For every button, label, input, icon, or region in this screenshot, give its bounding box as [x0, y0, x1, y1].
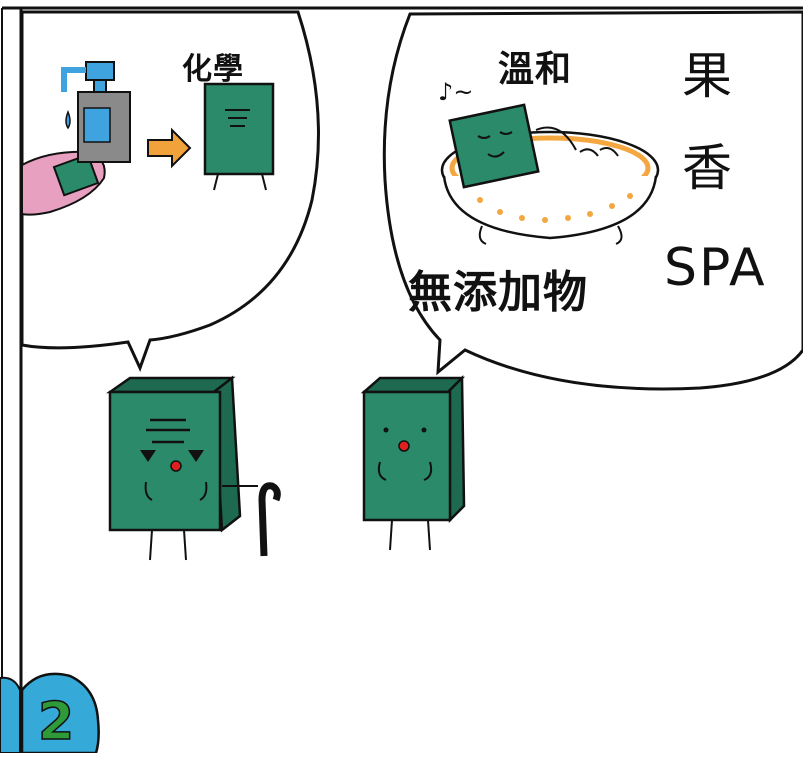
prev-badge-fragment — [0, 676, 21, 754]
relaxed-eyes — [477, 131, 513, 139]
pump-head — [85, 61, 115, 81]
small-soap-on-hand — [52, 153, 100, 197]
old-soap-leg-right — [183, 529, 187, 561]
old-soap-top — [106, 376, 236, 394]
old-soap-eyebrows — [146, 418, 190, 444]
label-fruit: 果 — [682, 47, 732, 105]
label-spa: SPA — [664, 238, 767, 298]
old-soap-eye-left — [140, 450, 156, 462]
panel-number: 2 — [37, 691, 75, 753]
chemical-soap-bar — [203, 82, 275, 176]
bottle-label — [83, 107, 111, 143]
label-scent: 香 — [682, 139, 732, 197]
tub-foot-right — [615, 225, 623, 245]
young-soap-eye-right — [421, 427, 427, 433]
old-soap-cheeks — [144, 481, 208, 501]
label-additive-free: 無添加物 — [408, 267, 588, 318]
panel-number-badge — [20, 672, 100, 755]
old-soap-eye-right — [188, 450, 204, 462]
bathtub-body — [442, 175, 658, 240]
pump-nozzle — [61, 67, 86, 92]
label-mild: 溫和 — [498, 49, 573, 90]
young-soap-nose — [398, 440, 410, 452]
young-soap-leg-right — [427, 519, 431, 551]
walking-cane — [258, 482, 281, 557]
young-soap-eye-left — [383, 427, 389, 433]
young-soap-top — [360, 376, 466, 394]
young-soap-body — [362, 390, 452, 522]
soap-arm — [535, 126, 577, 151]
tub-foot-left — [478, 225, 487, 245]
soap-leg-left — [213, 173, 219, 191]
young-soap-leg-left — [389, 519, 393, 551]
pump-neck — [93, 79, 107, 93]
label-chemical: 化學 — [182, 52, 244, 87]
bubbles-foam — [579, 147, 619, 157]
soap-leg-right — [261, 173, 267, 191]
relaxing-soap-bar — [448, 103, 540, 189]
relaxed-smile — [487, 151, 505, 158]
music-note: ♪~ — [438, 78, 474, 106]
bathtub-dots — [477, 193, 633, 223]
young-soap-cheeks — [377, 461, 433, 481]
old-soap-leg-left — [149, 529, 153, 561]
arrow-right-icon — [147, 127, 192, 169]
old-soap-nose — [170, 460, 182, 472]
soap-drop — [65, 109, 71, 130]
old-soap-body — [108, 390, 222, 532]
soap-face-mark — [225, 109, 250, 127]
